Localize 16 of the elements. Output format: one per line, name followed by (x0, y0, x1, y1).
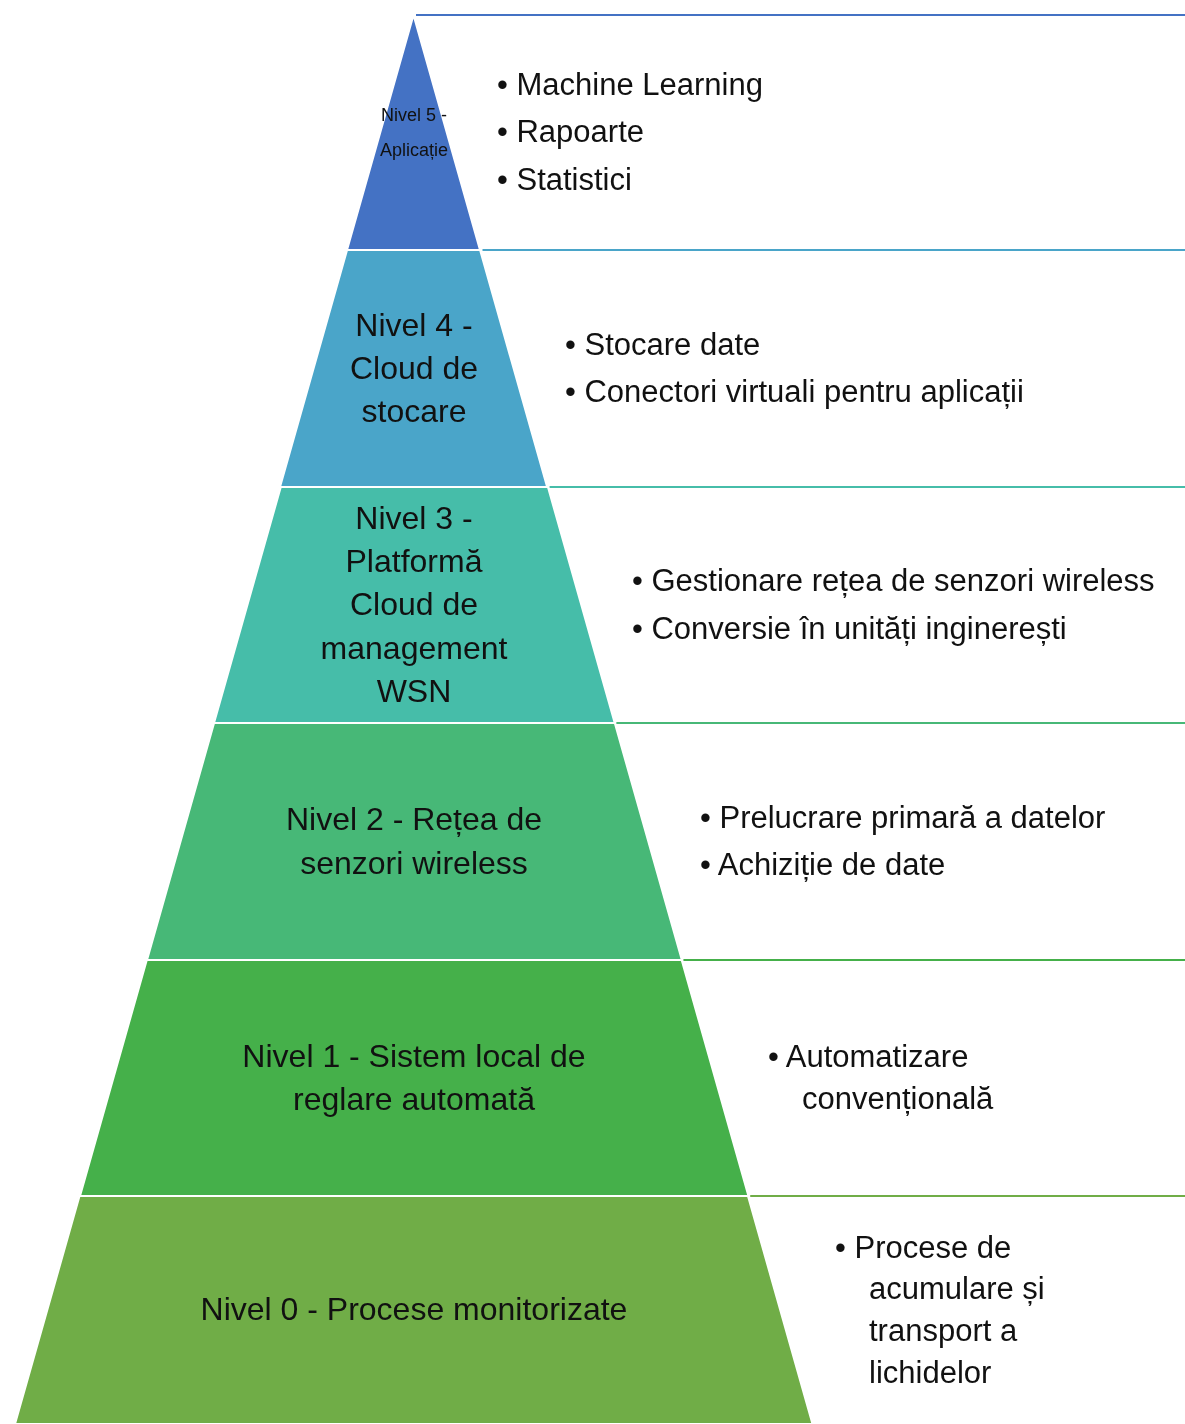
level-label: Nivel 2 - Rețea de senzori wireless (284, 800, 544, 883)
bullet-item: • Prelucrare primară a datelor (700, 798, 1107, 837)
bullet-item: • Rapoarte (497, 113, 645, 152)
bullet-item: • Gestionare rețea de senzori wireless (632, 562, 1156, 600)
bullet-item: • Machine Learning (497, 65, 764, 104)
bullet-item: • Achiziție de date (700, 846, 947, 885)
level-label: Nivel 1 - Sistem local de reglare automată (241, 1036, 587, 1119)
level-label: Nivel 3 - Platformă Cloud de management WSN (319, 499, 509, 711)
bullet-item: • Conversie în unități inginerești (632, 609, 1068, 648)
bullet-item: • Automatizare convențională (768, 1038, 995, 1118)
level-label: Nivel 4 - Cloud de stocare (348, 305, 480, 432)
bullet-item: • Procese de acumulare și transport a lichidelor (835, 1228, 1046, 1393)
bullet-item: • Stocare date (565, 325, 762, 364)
bullet-item: • Statistici (497, 161, 633, 200)
bullet-item: • Conectori virtuali pentru aplicații (565, 373, 1025, 412)
level-label: Nivel 0 - Procese monitorizate (200, 1290, 628, 1330)
